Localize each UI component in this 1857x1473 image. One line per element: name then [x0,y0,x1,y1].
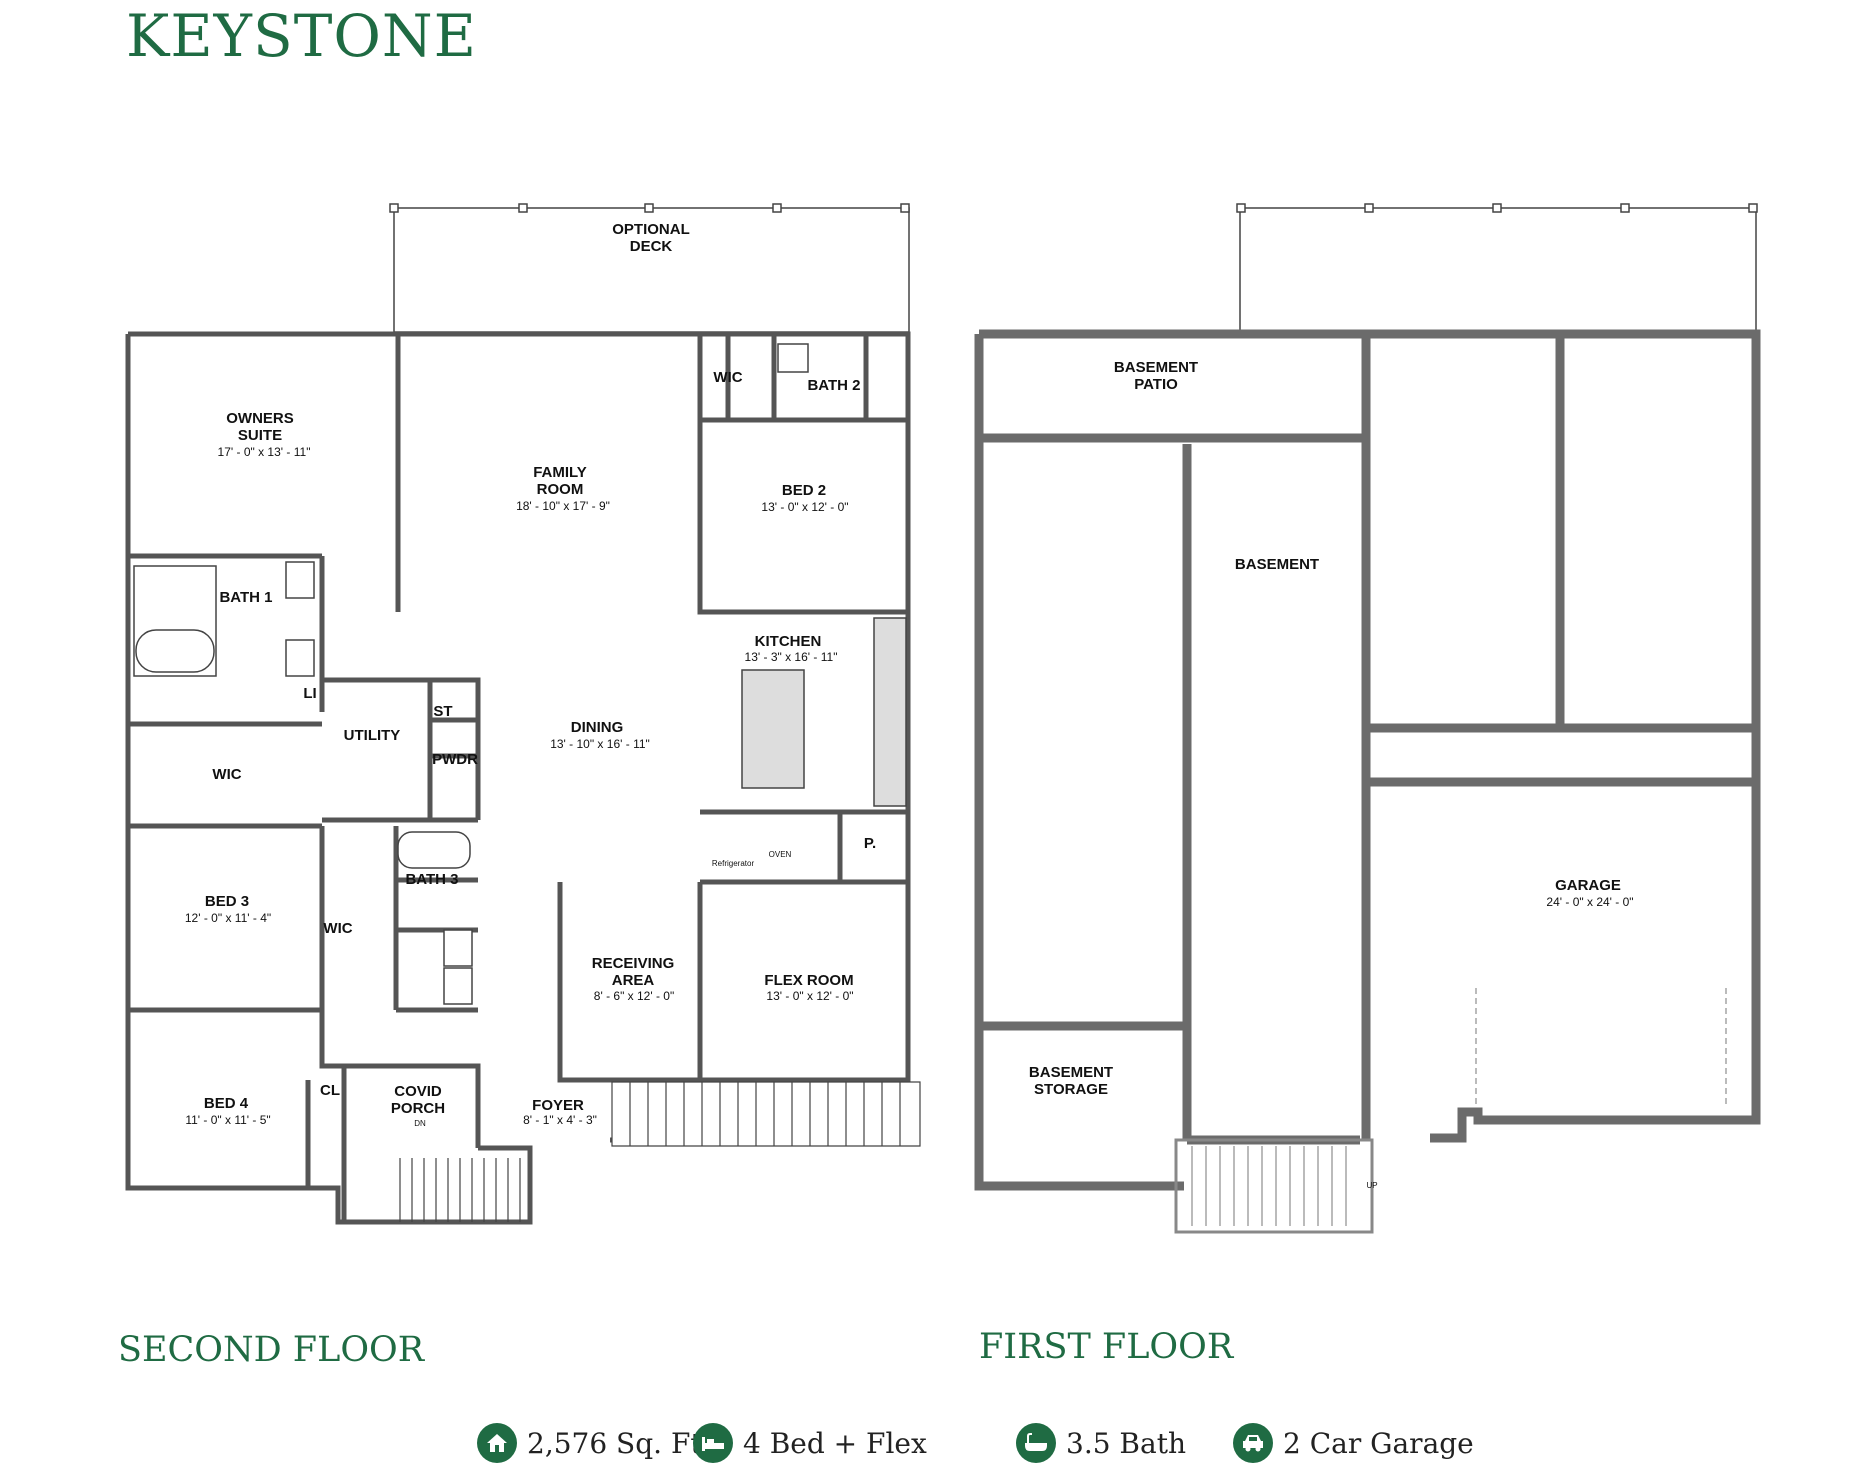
dim-receiving-area: 8' - 6" x 12' - 0" [594,989,674,1003]
label-basement-patio: BASEMENT [1114,359,1198,376]
label-flex-room: FLEX ROOM [764,972,853,989]
dim-flex-room: 13' - 0" x 12' - 0" [766,989,853,1003]
label-wic-owner: WIC [212,766,241,783]
dim-family-room: 18' - 10" x 17' - 9" [516,499,610,513]
label-basement: BASEMENT [1235,556,1319,573]
home-icon [477,1423,517,1463]
label-bed2: BED 2 [782,482,826,499]
label-optional-deck-2: DECK [630,238,673,255]
bed-icon [693,1423,733,1463]
dim-foyer: 8' - 1" x 4' - 3" [523,1113,597,1127]
label-basement-storage: BASEMENT [1029,1064,1113,1081]
second-floor-plan [125,203,921,1225]
label-dining: DINING [571,719,624,736]
label-kitchen: KITCHEN [755,633,822,650]
second-floor-labels: OPTIONAL DECK OWNERS SUITE 17' - 0" x 13… [185,221,876,1128]
label-pantry: P. [864,835,876,852]
stat-sqft-text: 2,576 Sq. Ft [527,1426,702,1460]
dim-kitchen: 13' - 3" x 16' - 11" [745,650,838,664]
stat-beds-text: 4 Bed + Flex [743,1426,927,1460]
second-floor-label: SECOND FLOOR [118,1330,425,1370]
dim-bed3: 12' - 0" x 11' - 4" [185,911,271,925]
label-bath3: BATH 3 [405,871,458,888]
bathtub-icon [1016,1423,1056,1463]
label-lin: LI [303,685,316,702]
label-receiving-area: RECEIVING [592,955,675,972]
label-bed3: BED 3 [205,893,249,910]
label-basement-patio-2: PATIO [1134,376,1178,393]
first-floor-labels: BASEMENT PATIO BASEMENT BASEMENT STORAGE… [1029,359,1634,1190]
page-title: KEYSTONE [126,2,478,70]
label-oven: OVEN [769,850,792,859]
dim-owners-suite: 17' - 0" x 13' - 11" [218,445,311,459]
label-garage: GARAGE [1555,877,1621,894]
label-family-room-2: ROOM [537,481,584,498]
label-bed4: BED 4 [204,1095,249,1112]
label-bath1: BATH 1 [219,589,272,606]
label-foyer: FOYER [532,1097,584,1114]
first-floor-label: FIRST FLOOR [979,1327,1234,1367]
dim-bed2: 13' - 0" x 12' - 0" [761,500,848,514]
label-wic-bed3: WIC [323,920,352,937]
stat-baths-text: 3.5 Bath [1066,1426,1186,1460]
label-bath2: BATH 2 [807,377,860,394]
label-wic-top: WIC [713,369,742,386]
stat-beds: 4 Bed + Flex [693,1423,927,1463]
label-utility: UTILITY [344,727,401,744]
stat-baths: 3.5 Bath [1016,1423,1186,1463]
stat-sqft: 2,576 Sq. Ft [477,1423,702,1463]
label-receiving-area-2: AREA [612,972,655,989]
label-cl: CL [320,1082,340,1099]
first-floor-outer-wall [974,329,1761,1191]
label-covid-porch-2: PORCH [391,1100,445,1117]
label-st: ST [433,703,452,720]
label-up: UP [1366,1181,1377,1190]
label-basement-storage-2: STORAGE [1034,1081,1108,1098]
dim-garage: 24' - 0" x 24' - 0" [1546,895,1633,909]
label-owners-suite-2: SUITE [238,427,282,444]
first-floor-deck [1239,207,1757,333]
stat-garage: 2 Car Garage [1233,1423,1474,1463]
label-family-room: FAMILY [533,464,587,481]
stat-garage-text: 2 Car Garage [1283,1426,1474,1460]
dim-bed4: 11' - 0" x 11' - 5" [185,1113,270,1127]
first-floor-plan [974,203,1761,1234]
dim-dining: 13' - 10" x 16' - 11" [550,737,650,751]
label-optional-deck: OPTIONAL [612,221,690,238]
label-owners-suite: OWNERS [226,410,294,427]
label-covid-porch: COVID [394,1083,442,1100]
label-refrigerator: Refrigerator [712,859,755,868]
car-icon [1233,1423,1273,1463]
label-pwdr: PWDR [432,751,478,768]
label-dn: DN [414,1119,426,1128]
